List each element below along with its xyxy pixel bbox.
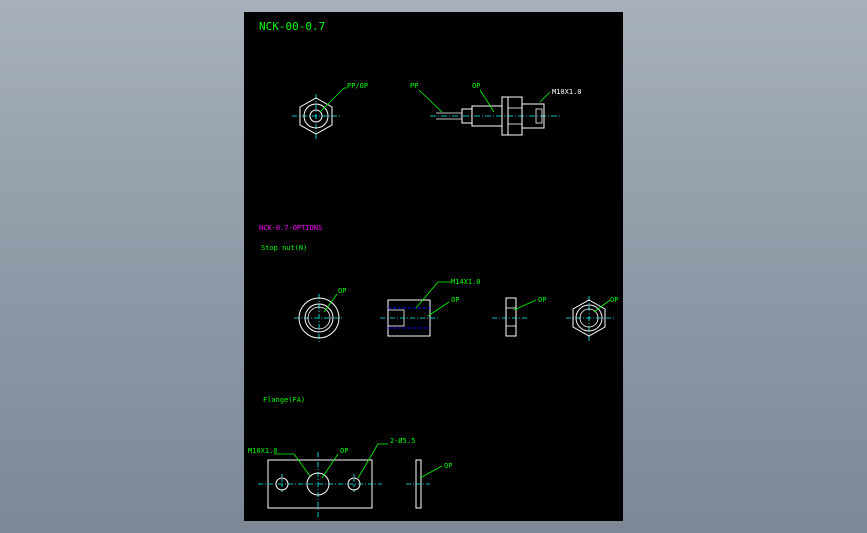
side-view-op-label: OP bbox=[472, 82, 480, 90]
stop-nut-hex-view bbox=[566, 296, 614, 342]
cad-drawing: NCK-00-0.7 PP/OP PP OP M10X1.0 NCK-0 bbox=[248, 20, 618, 518]
flange-side-view bbox=[406, 459, 443, 509]
side-view-thread-label: M10X1.0 bbox=[552, 88, 582, 96]
flange-center-label: OP bbox=[340, 447, 348, 455]
options-heading: NCK-0.7-OPTIONS bbox=[259, 224, 322, 232]
top-view-hex bbox=[292, 87, 347, 140]
stop-nut-label: Stop nut(N) bbox=[261, 244, 307, 252]
stop-nut-front-view bbox=[294, 293, 344, 344]
stop-nut-front-label: OP bbox=[338, 287, 346, 295]
side-view-body bbox=[418, 89, 562, 136]
stop-nut-side-label: OP bbox=[538, 296, 546, 304]
stop-nut-section-thread: M14X1.0 bbox=[451, 278, 481, 286]
stop-nut-section-view bbox=[380, 281, 451, 337]
drawing-sheet: NCK-00-0.7 PP/OP PP OP M10X1.0 NCK-0 bbox=[244, 12, 623, 521]
flange-label: Flange(FA) bbox=[263, 396, 305, 404]
flange-hole-label: 2-Ø5.5 bbox=[390, 437, 415, 445]
top-view-label: PP/OP bbox=[347, 82, 368, 90]
flange-thread-label: M10X1.0 bbox=[248, 447, 278, 455]
stop-nut-side-view bbox=[492, 297, 537, 337]
drawing-title: NCK-00-0.7 bbox=[259, 20, 325, 33]
flange-front-view bbox=[258, 443, 388, 518]
stop-nut-section-label: OP bbox=[451, 296, 459, 304]
flange-side-label: OP bbox=[444, 462, 452, 470]
stop-nut-hex-label: OP bbox=[610, 296, 618, 304]
side-view-pp-label: PP bbox=[410, 82, 418, 90]
